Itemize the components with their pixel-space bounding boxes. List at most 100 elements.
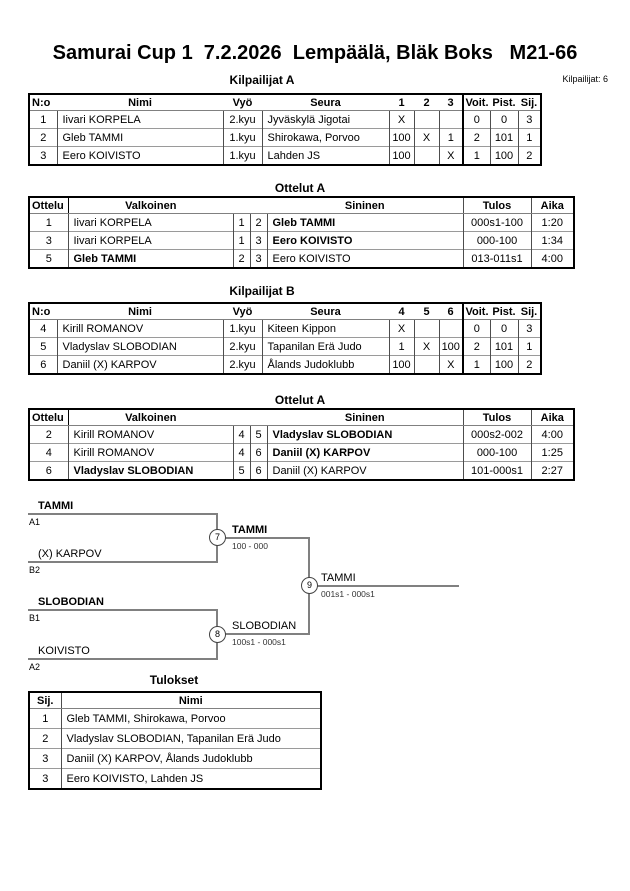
bracket-seed-name: (X) KARPOV	[38, 548, 102, 560]
club: Shirokawa, Porvoo	[261, 128, 389, 147]
competitor-number: 5	[29, 337, 57, 356]
col-place: Sij.	[29, 692, 61, 709]
pool-row: 3 Eero KOIVISTO 1.kyu Lahden JS 100 X 1 …	[29, 146, 541, 165]
col-time: Aika	[530, 409, 574, 426]
bracket-line	[309, 585, 459, 587]
score-cell: X	[388, 319, 414, 338]
bracket-line	[218, 633, 310, 635]
belt: 1.kyu	[222, 128, 262, 147]
belt: 2.kyu	[222, 110, 262, 129]
competitor-number: 6	[29, 355, 57, 374]
blue-number: 3	[249, 231, 267, 250]
score-cell: X	[413, 337, 439, 356]
belt: 2.kyu	[222, 355, 262, 374]
result-name: Eero KOIVISTO, Lahden JS	[60, 768, 321, 789]
white-name: Kirill ROMANOV	[67, 443, 233, 462]
result: 013-011s1	[462, 249, 531, 268]
col-name: Nimi	[57, 94, 223, 111]
competitor-name: Vladyslav SLOBODIAN	[56, 337, 223, 356]
bracket-seed-label: A1	[29, 517, 41, 527]
col-place: Sij.	[518, 94, 541, 111]
score-cell: 1	[388, 337, 414, 356]
competitor-name: Daniil (X) KARPOV	[56, 355, 223, 374]
pool-b-table: N:o Nimi Vyö Seura 4 5 6 Voit. Pist. Sij…	[28, 302, 542, 375]
matches-b-title: Ottelut A	[274, 393, 326, 407]
pool-a-table: N:o Nimi Vyö Seura 1 2 3 Voit. Pist. Sij…	[28, 93, 542, 166]
white-number: 4	[232, 443, 250, 462]
points: 100	[489, 355, 518, 374]
col-m2: 2	[414, 94, 439, 111]
match-circle-9: 9	[301, 577, 318, 594]
col-wins: Voit.	[462, 94, 490, 111]
club: Kiteen Kippon	[261, 319, 389, 338]
match-row: 2 Kirill ROMANOV 4 5 Vladyslav SLOBODIAN…	[29, 425, 574, 444]
bracket-winner-name: TAMMI	[321, 572, 356, 584]
pool-row: 4 Kirill ROMANOV 1.kyu Kiteen Kippon X 0…	[29, 319, 541, 338]
bracket-seed-name: KOIVISTO	[38, 645, 90, 657]
wins: 2	[462, 337, 490, 356]
white-name: Kirill ROMANOV	[67, 425, 233, 444]
col-m3: 3	[439, 94, 463, 111]
results-table: Sij. Nimi 1 Gleb TAMMI, Shirokawa, Porvo…	[28, 691, 322, 790]
club: Ålands Judoklubb	[261, 355, 389, 374]
white-number: 5	[232, 461, 250, 480]
wins: 1	[462, 146, 490, 165]
white-number: 1	[232, 213, 250, 232]
col-name: Nimi	[60, 692, 321, 709]
wins: 2	[462, 128, 490, 147]
match-number: 3	[29, 231, 68, 250]
matches-b-table: Ottelu Valkoinen Sininen Tulos Aika 2 Ki…	[28, 408, 575, 481]
col-match: Ottelu	[29, 409, 68, 426]
place: 2	[517, 355, 541, 374]
score-cell	[413, 319, 439, 338]
score-cell: 100	[388, 146, 414, 165]
match-row: 5 Gleb TAMMI 2 3 Eero KOIVISTO 013-011s1…	[29, 249, 574, 268]
match-number: 5	[29, 249, 68, 268]
bracket-seed-label: B2	[29, 565, 41, 575]
participants-count: Kilpailijat: 6	[562, 74, 608, 84]
blue-name: Gleb TAMMI	[266, 213, 463, 232]
col-m2: 5	[414, 303, 439, 320]
blue-number: 6	[249, 443, 267, 462]
match-number: 4	[29, 443, 68, 462]
bracket-score: 001s1 - 000s1	[321, 589, 375, 599]
score-cell	[413, 355, 439, 374]
pool-a-title: Kilpailijat A	[229, 73, 295, 87]
blue-number: 2	[249, 213, 267, 232]
col-wno	[233, 197, 250, 214]
results-title: Tulokset	[149, 673, 199, 687]
col-number: N:o	[29, 303, 57, 320]
match-number: 6	[29, 461, 68, 480]
result-row: 1 Gleb TAMMI, Shirokawa, Porvoo	[29, 708, 321, 729]
score-cell: X	[438, 355, 463, 374]
results-header-row: Sij. Nimi	[29, 692, 321, 709]
col-white: Valkoinen	[67, 197, 233, 214]
col-belt: Vyö	[223, 303, 262, 320]
result: 000-100	[462, 231, 531, 250]
result: 101-000s1	[462, 461, 531, 480]
time: 1:20	[530, 213, 574, 232]
bracket-seed-name: SLOBODIAN	[38, 596, 104, 608]
blue-number: 5	[249, 425, 267, 444]
place: 2	[29, 728, 61, 749]
white-number: 1	[232, 231, 250, 250]
competitor-number: 2	[29, 128, 57, 147]
pool-a-header-row: N:o Nimi Vyö Seura 1 2 3 Voit. Pist. Sij…	[29, 94, 541, 111]
place: 1	[517, 128, 541, 147]
bracket-winner-name: TAMMI	[232, 524, 268, 536]
place: 3	[29, 768, 61, 789]
wins: 1	[462, 355, 490, 374]
blue-name: Vladyslav SLOBODIAN	[266, 425, 463, 444]
competitor-number: 4	[29, 319, 57, 338]
place: 3	[29, 748, 61, 769]
competitor-name: Kirill ROMANOV	[56, 319, 223, 338]
pool-row: 2 Gleb TAMMI 1.kyu Shirokawa, Porvoo 100…	[29, 128, 541, 147]
col-club: Seura	[262, 94, 389, 111]
club: Tapanilan Erä Judo	[261, 337, 389, 356]
white-name: Iivari KORPELA	[67, 213, 233, 232]
col-points: Pist.	[490, 94, 518, 111]
bracket-line	[28, 658, 218, 660]
score-cell	[438, 319, 463, 338]
club: Lahden JS	[261, 146, 389, 165]
